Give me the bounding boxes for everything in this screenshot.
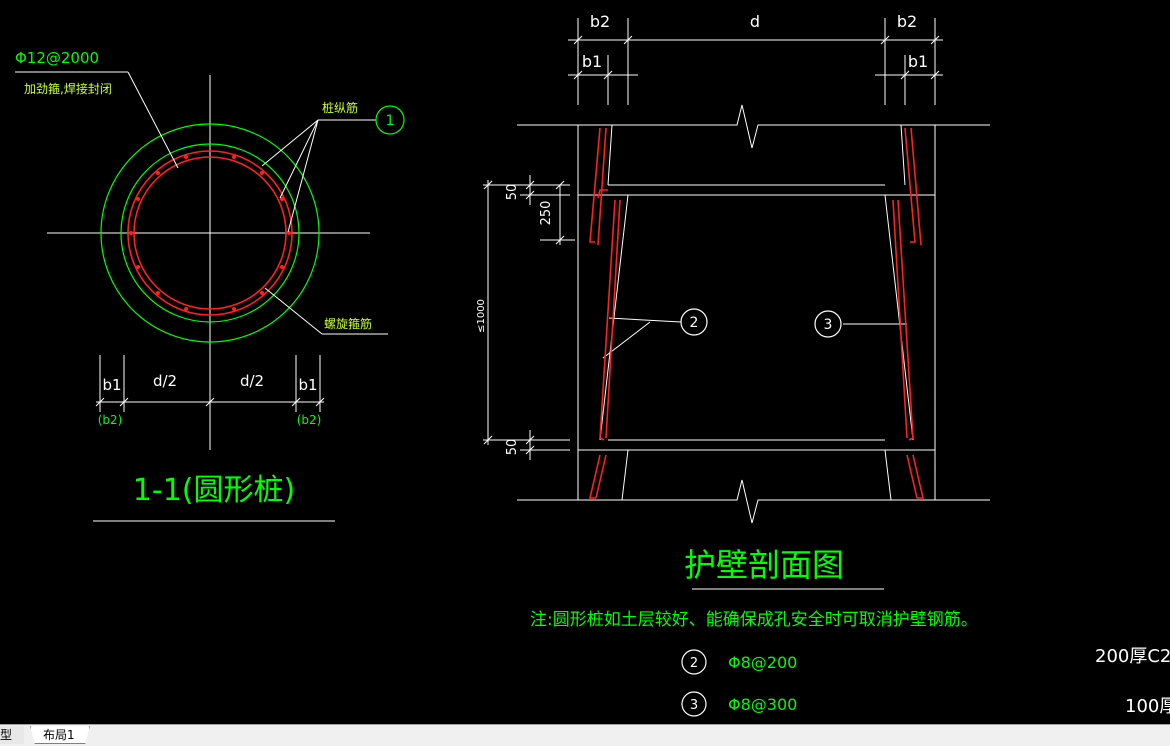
dim-half-d-left: d/2 <box>153 372 177 390</box>
tab-model[interactable]: 型 <box>0 726 24 744</box>
spiral-leader <box>264 287 323 335</box>
callout-2-circle <box>680 308 708 336</box>
pile-cross-section <box>15 71 405 450</box>
dim-b1-left: b1 <box>102 376 121 394</box>
longitudinal-bar-label: 桩纵筋 <box>322 100 358 115</box>
wall-reinforcement-bars <box>588 127 925 499</box>
stiffener-note: 加劲箍,焊接封闭 <box>24 81 112 96</box>
dim-250: 250 <box>539 201 554 226</box>
bottom-break-line <box>517 479 990 524</box>
callout-3-circle <box>814 310 842 338</box>
legend-3-circle <box>681 691 707 717</box>
dim-b2-top-right: b2 <box>897 12 917 31</box>
retaining-wall-section <box>483 18 990 524</box>
top-break-line <box>517 104 990 149</box>
dim-50-top: 50 <box>505 184 520 201</box>
layout-tab-bar: 型 布局1 <box>0 724 1170 746</box>
dim-d-top: d <box>750 12 760 31</box>
dim-b2-top-left: b2 <box>590 12 610 31</box>
dim-b2-right: (b2) <box>297 413 322 427</box>
wall-section-title: 护壁剖面图 <box>684 546 844 584</box>
callout-3-number: 3 <box>824 317 833 333</box>
legend-3-spec: Φ8@300 <box>728 695 797 714</box>
tab-layout1[interactable]: 布局1 <box>30 726 90 744</box>
dim-half-d-right: d/2 <box>240 372 264 390</box>
dim-50-bottom: 50 <box>505 439 520 456</box>
stiffener-leader <box>127 71 179 169</box>
rebar-legend: 2 Φ8@200 3 Φ8@300 <box>681 649 797 717</box>
callout-1-circle <box>375 105 405 135</box>
spiral-stirrup-label: 螺旋箍筋 <box>324 316 372 331</box>
wall-callouts <box>680 308 842 338</box>
legend-2-spec: Φ8@200 <box>728 653 797 672</box>
legend-3-number: 3 <box>690 698 698 713</box>
cad-drawing-canvas[interactable]: Φ12@2000 加劲箍,焊接封闭 桩纵筋 螺旋箍筋 1 b1 d/2 d/2 … <box>0 0 1170 724</box>
dim-b1-top-right: b1 <box>908 52 928 71</box>
edge-text-thickness-100: 100厚 <box>1125 696 1170 717</box>
longitudinal-bars <box>129 155 291 311</box>
dim-b2-left: (b2) <box>98 413 123 427</box>
wall-note: 注:圆形桩如土层较好、能确保成孔安全时可取消护壁钢筋。 <box>530 610 978 630</box>
edge-text-thickness-c2: 200厚C2 <box>1095 646 1170 667</box>
callout-2-number: 2 <box>690 315 699 331</box>
dim-1000: ≤1000 <box>476 299 487 333</box>
pile-dimension-lines <box>95 355 325 412</box>
dim-b1-right: b1 <box>298 376 317 394</box>
legend-2-number: 2 <box>690 656 698 671</box>
rebar-spec-label: Φ12@2000 <box>15 49 99 67</box>
stiffener-ring-inner <box>133 156 287 310</box>
dim-b1-top-left: b1 <box>582 52 602 71</box>
callout-1-number: 1 <box>386 113 395 129</box>
legend-2-circle <box>681 649 707 675</box>
pile-section-title: 1-1(圆形桩) <box>133 473 295 508</box>
outer-wall-circle <box>100 123 320 343</box>
inner-wall-circle <box>120 143 300 323</box>
stiffener-ring-outer <box>127 150 293 316</box>
